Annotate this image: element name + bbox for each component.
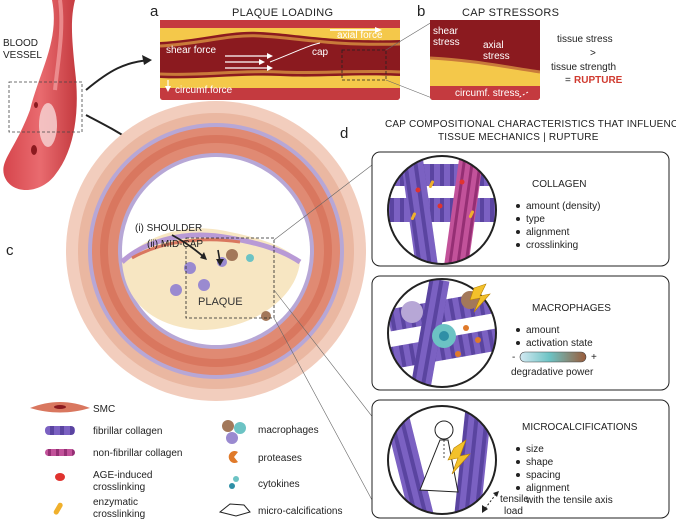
microcalc-heading: MICROCALCIFICATIONS xyxy=(522,422,638,433)
legend-smc-icon xyxy=(30,402,90,413)
legend-cytokines-icon xyxy=(229,476,239,489)
collagen-item: crosslinking xyxy=(526,240,578,251)
degradative-scale-minus: - xyxy=(512,352,515,363)
axial-force-label: axial force xyxy=(337,30,383,41)
tensile-label: tensile xyxy=(500,494,529,505)
rule-equals: = xyxy=(565,75,571,86)
panel-a-title: PLAQUE LOADING xyxy=(232,7,333,19)
panel-letter-a: a xyxy=(150,3,159,20)
microcalc-item-extra: with the tensile axis xyxy=(525,495,613,506)
panel-letter-b: b xyxy=(417,3,425,20)
cap-label: cap xyxy=(312,47,329,58)
legend-fibrillar-icon xyxy=(45,426,75,435)
panel-letter-d: d xyxy=(340,125,348,142)
macrophages-circle xyxy=(388,279,496,387)
panel-a-zoom-box xyxy=(341,49,387,81)
rule-rupture: RUPTURE xyxy=(574,75,623,86)
midcap-label: (ii) MID-CAP xyxy=(147,239,203,250)
legend-nonfibrillar-label: non-fibrillar collagen xyxy=(93,448,183,459)
axial-stress-label-1: axial xyxy=(483,40,504,51)
rule-greater-than: > xyxy=(590,48,596,59)
legend-nonfibrillar-icon xyxy=(45,449,75,456)
legend-proteases-icon xyxy=(228,451,238,463)
collagen-circle-border xyxy=(387,155,497,265)
legend-microcalc-icon xyxy=(218,503,251,517)
panel-letter-c: c xyxy=(6,242,14,259)
legend-proteases-label: proteases xyxy=(258,453,302,464)
legend: SMC fibrillar collagen non-fibrillar col… xyxy=(30,402,342,520)
arrow-head-a xyxy=(142,55,152,65)
macrophages-item: activation state xyxy=(526,338,593,349)
circumf-stress-label: circumf. stress xyxy=(455,88,519,99)
legend-enzymatic-label-2: crosslinking xyxy=(93,509,145,520)
legend-age-label-2: crosslinking xyxy=(93,482,145,493)
legend-smc-label: SMC xyxy=(93,404,115,415)
rule-tissue-strength: tissue strength xyxy=(551,62,616,73)
legend-macrophages-icon xyxy=(222,420,246,444)
rule-tissue-stress: tissue stress xyxy=(557,34,613,45)
plaque-label: PLAQUE xyxy=(198,296,243,308)
blood-vessel-illustration xyxy=(3,0,77,190)
macrophages-item: amount xyxy=(526,325,560,336)
legend-fibrillar-label: fibrillar collagen xyxy=(93,426,162,437)
panel-c-zoom-box xyxy=(185,237,275,319)
macrophages-heading: MACROPHAGES xyxy=(532,303,611,314)
legend-age-label-1: AGE-induced xyxy=(93,470,152,481)
shoulder-label: (i) SHOULDER xyxy=(135,223,202,234)
microcalc-list: size shape spacing alignment with the te… xyxy=(516,444,613,506)
macrophages-circle-border xyxy=(387,278,497,388)
vessel-cross-section xyxy=(66,101,366,401)
rupture-bolt-icon xyxy=(469,283,491,313)
degradative-scale-plus: + xyxy=(591,352,597,363)
legend-enzymatic-icon xyxy=(53,502,63,515)
circumf-force-label: circumf.force xyxy=(175,85,233,96)
tensile-load-arrow xyxy=(483,493,497,511)
degradative-power-label: degradative power xyxy=(511,367,594,378)
microcalc-item: spacing xyxy=(526,470,560,481)
legend-cytokines-label: cytokines xyxy=(258,479,300,490)
collagen-heading: COLLAGEN xyxy=(532,179,586,190)
vessel-label-line2: VESSEL xyxy=(3,50,42,61)
legend-enzymatic-label-1: enzymatic xyxy=(93,497,138,508)
collagen-item: type xyxy=(526,214,545,225)
collagen-circle xyxy=(388,156,496,264)
shear-stress-label-2: stress xyxy=(433,37,460,48)
microcalc-item: size xyxy=(526,444,544,455)
load-label: load xyxy=(504,506,523,517)
legend-microcalc-label: micro-calcifications xyxy=(258,506,342,517)
microcalc-circle-border xyxy=(387,405,497,515)
microcalc-item: alignment xyxy=(526,483,570,494)
panel-d-title-1: CAP COMPOSITIONAL CHARACTERISTICS THAT I… xyxy=(385,119,676,130)
arrow-to-panel-a xyxy=(85,59,151,91)
shear-force-label: shear force xyxy=(166,45,216,56)
vessel-zoom-box xyxy=(8,81,83,133)
panel-d-title-2: TISSUE MECHANICS | RUPTURE xyxy=(438,132,599,143)
degradative-power-scale xyxy=(519,351,587,363)
collagen-list: amount (density) type alignment crosslin… xyxy=(516,201,600,251)
macrophages-list: amount activation state xyxy=(516,325,593,349)
panel-b-cap-section xyxy=(430,20,540,100)
collagen-item: alignment xyxy=(526,227,570,238)
shear-stress-label-1: shear xyxy=(433,26,459,37)
microcalc-item: shape xyxy=(526,457,554,468)
collagen-item: amount (density) xyxy=(526,201,600,212)
legend-age-icon xyxy=(55,473,65,481)
panel-a-vessel-section xyxy=(160,20,400,100)
panel-b-title: CAP STRESSORS xyxy=(462,7,559,19)
axial-stress-label-2: stress xyxy=(483,51,510,62)
legend-macrophages-label: macrophages xyxy=(258,425,319,436)
vessel-label-line1: BLOOD xyxy=(3,38,38,49)
